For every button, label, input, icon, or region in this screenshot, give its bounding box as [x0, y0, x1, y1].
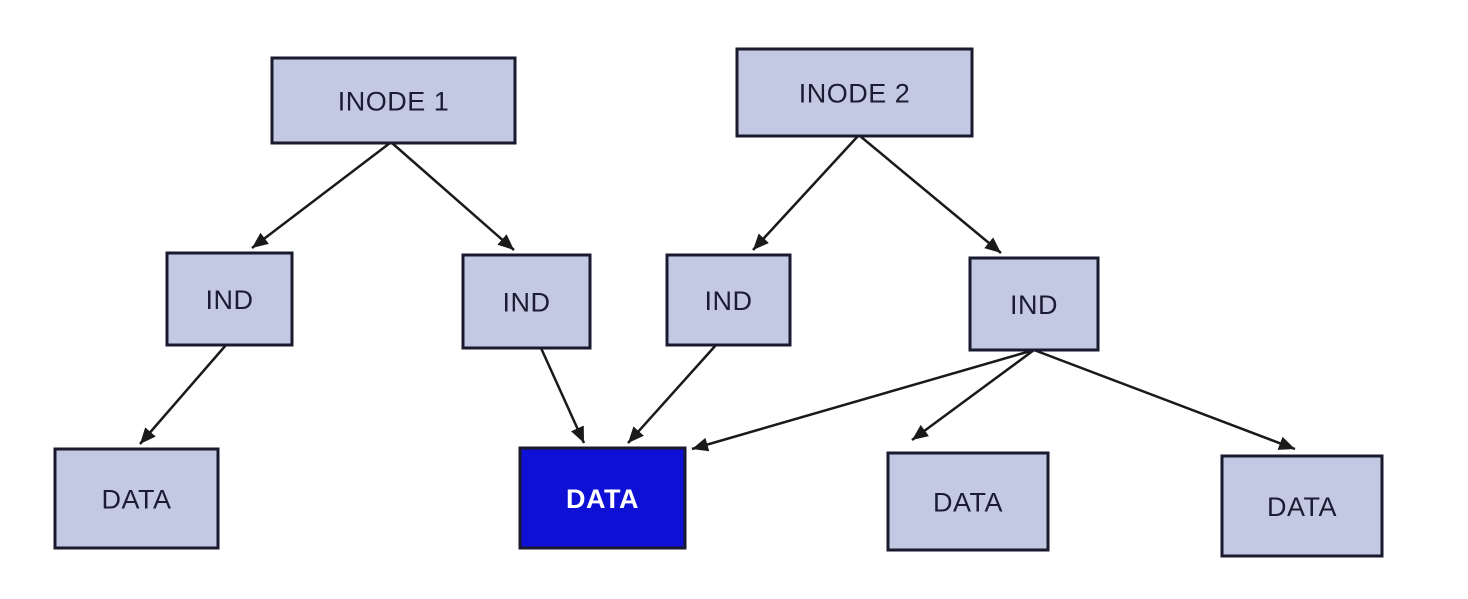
- node-ind-3: IND: [665, 253, 792, 347]
- data-2-label: DATA: [566, 484, 639, 514]
- inode-1-label: INODE 1: [338, 87, 450, 117]
- edge-ind-4-to-data-4: [1033, 348, 1296, 451]
- node-data-3: DATA: [886, 451, 1050, 552]
- edge-ind-2-to-data-2: [539, 347, 586, 444]
- inode-2-label: INODE 2: [799, 79, 911, 109]
- node-inode-1: INODE 1: [270, 56, 517, 145]
- node-data-1: DATA: [53, 447, 220, 550]
- inode-1-box: [270, 56, 517, 145]
- edge-inode-2-to-ind-3: [752, 135, 859, 251]
- ind-3-label: IND: [705, 286, 753, 316]
- ind-4-box: [968, 256, 1100, 352]
- data-3-label: DATA: [933, 488, 1003, 518]
- edge-ind-4-to-data-3: [911, 348, 1035, 442]
- ind-1-box: [165, 251, 294, 347]
- data-1-label: DATA: [101, 485, 171, 515]
- data-4-label: DATA: [1267, 492, 1337, 522]
- node-inode-2: INODE 2: [735, 47, 974, 138]
- ind-4-label: IND: [1010, 290, 1058, 320]
- ind-2-label: IND: [503, 288, 551, 318]
- edge-inode-2-to-ind-4: [859, 135, 1002, 254]
- data-1-box: [53, 447, 220, 550]
- data-3-box: [886, 451, 1050, 552]
- node-ind-1: IND: [165, 251, 294, 347]
- edges-layer: [139, 135, 1296, 452]
- ind-3-box: [665, 253, 792, 347]
- edge-ind-1-to-data-1: [139, 344, 227, 445]
- nodes-layer: INODE 1 INODE 2 IND IND IND IND DATA DATA DATA DA…: [53, 47, 1384, 558]
- inode-2-box: [735, 47, 974, 138]
- node-data-4: DATA: [1220, 454, 1384, 558]
- data-4-box: [1220, 454, 1384, 558]
- edge-ind-4-to-data-2: [691, 348, 1035, 452]
- edge-ind-3-to-data-2: [627, 344, 717, 444]
- edge-inode-1-to-ind-1: [251, 142, 391, 249]
- ind-1-label: IND: [206, 285, 254, 315]
- node-ind-4: IND: [968, 256, 1100, 352]
- node-data-2: DATA: [518, 446, 687, 550]
- ind-2-box: [461, 253, 592, 350]
- data-2-box: [518, 446, 687, 550]
- node-ind-2: IND: [461, 253, 592, 350]
- edge-inode-1-to-ind-2: [391, 142, 515, 251]
